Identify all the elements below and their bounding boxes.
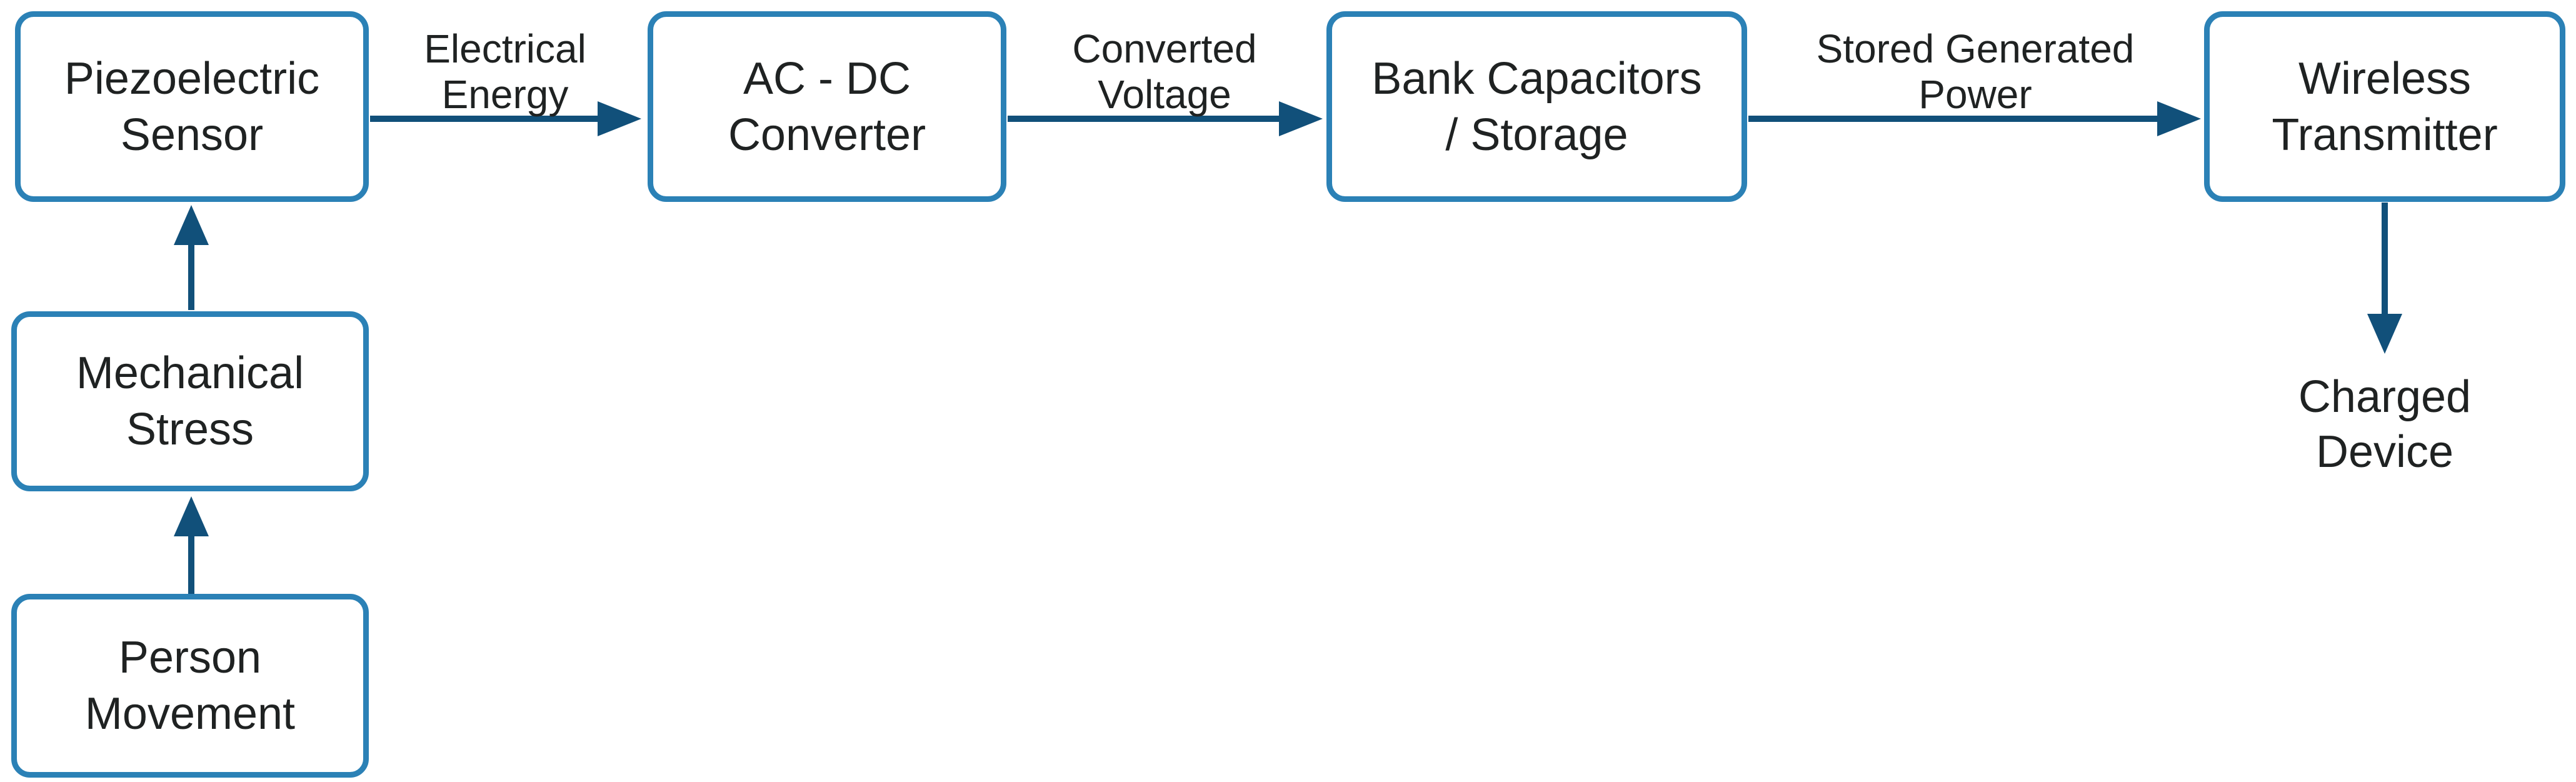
node-person-movement: Person Movement	[11, 594, 369, 778]
node-label-piezoelectric-sensor: Piezoelectric Sensor	[64, 53, 320, 160]
arrowhead-down-icon	[2367, 314, 2402, 354]
arrowhead-right-icon	[2157, 101, 2201, 136]
arrow-electrical-energy	[370, 101, 641, 136]
arrow-person-to-mechanical	[174, 496, 209, 594]
node-label-wireless-transmitter: Wireless Transmitter	[2272, 53, 2498, 160]
arrowhead-up-icon	[174, 205, 209, 245]
arrow-mechanical-to-piezo	[174, 205, 209, 310]
node-label-ac-dc-converter: AC - DC Converter	[728, 53, 926, 160]
node-label-bank-capacitors-storage: Bank Capacitors / Storage	[1371, 53, 1702, 160]
node-label-mechanical-stress: Mechanical Stress	[76, 348, 304, 454]
arrowhead-right-icon	[1279, 101, 1323, 136]
node-label-person-movement: Person Movement	[84, 633, 296, 739]
node-bank-capacitors-storage: Bank Capacitors / Storage	[1326, 11, 1747, 202]
edge-label-electrical-energy: Electrical Energy	[424, 26, 586, 117]
arrowhead-up-icon	[174, 496, 209, 536]
arrowhead-right-icon	[598, 101, 641, 136]
node-piezoelectric-sensor: Piezoelectric Sensor	[15, 11, 369, 202]
arrow-stored-generated-power	[1748, 101, 2201, 136]
arrow-wireless-to-charged-device	[2367, 203, 2402, 354]
arrow-converted-voltage	[1008, 101, 1323, 136]
edge-label-stored-generated-power: Stored Generated Power	[1816, 26, 2135, 117]
node-ac-dc-converter: AC - DC Converter	[648, 11, 1006, 202]
node-mechanical-stress: Mechanical Stress	[11, 311, 369, 491]
node-wireless-transmitter: Wireless Transmitter	[2204, 11, 2565, 202]
node-charged-device: Charged Device	[2298, 372, 2472, 477]
edge-label-converted-voltage: Converted Voltage	[1072, 26, 1257, 117]
